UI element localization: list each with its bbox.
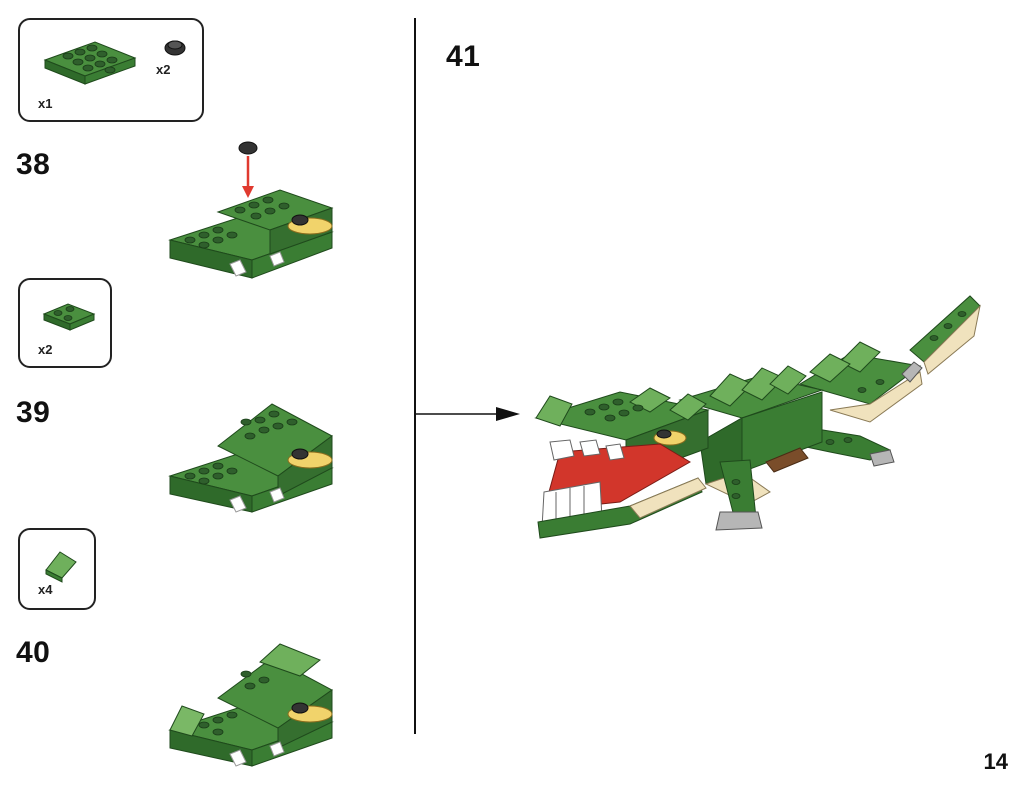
step-number-39: 39 — [16, 396, 51, 429]
green-slope-icon — [45, 551, 77, 583]
green-plate-2x4-icon — [43, 41, 137, 85]
green-corner-plate-icon — [42, 303, 96, 331]
step-number-41: 41 — [446, 40, 481, 73]
qty-corner-plate: x2 — [38, 342, 53, 357]
column-divider — [414, 18, 416, 734]
parts-callout-step-38: x2 x1 — [18, 18, 204, 122]
round-plate-black-icon — [164, 40, 186, 56]
crocodile-head-step-39 — [168, 403, 334, 513]
crocodile-head-step-40 — [168, 643, 334, 767]
parts-callout-step-40: x4 — [18, 528, 96, 610]
qty-round-plate: x2 — [156, 62, 171, 77]
step-number-40: 40 — [16, 636, 51, 669]
step-number-38: 38 — [16, 148, 51, 181]
page-number: 14 — [983, 749, 1008, 774]
parts-callout-step-39: x2 — [18, 278, 112, 368]
qty-green-plate: x1 — [38, 96, 53, 111]
crocodile-complete-step-41 — [534, 295, 981, 539]
step-flow-arrow — [416, 407, 520, 421]
qty-slope: x4 — [38, 582, 53, 597]
crocodile-head-step-38 — [168, 141, 334, 279]
